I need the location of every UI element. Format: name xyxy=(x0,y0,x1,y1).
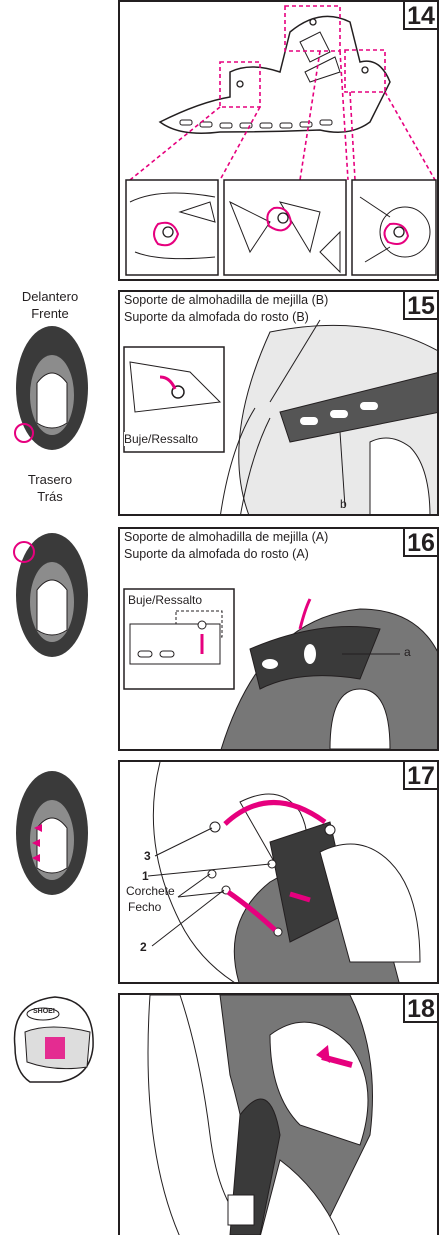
front-label-es: Delantero xyxy=(21,289,79,304)
shell-bracket-illustration xyxy=(125,5,437,276)
rear-label-pt: Trás xyxy=(37,489,63,504)
cheek-pad-bracket-b-illustration xyxy=(123,319,437,514)
step-number: 17 xyxy=(403,762,437,790)
cheek-pad-snap-illustration xyxy=(147,762,421,982)
step-16-label-es: Soporte de almohadilla de mejilla (A) xyxy=(124,530,329,544)
helmet-interior-thumb-3 xyxy=(12,768,92,898)
rear-label: Trasero Trás xyxy=(5,471,95,505)
cheek-pad-bracket-a-illustration xyxy=(123,588,437,749)
step-17-panel: 17 3 1 Corchete Fecho 2 xyxy=(118,760,439,984)
step-number: 16 xyxy=(403,529,437,557)
step-16-panel: 16 Soporte de almohadilla de mejilla (A)… xyxy=(118,527,439,751)
step-15-label-es: Soporte de almohadilla de mejilla (B) xyxy=(124,293,329,307)
step-14-panel: 14 xyxy=(118,0,439,281)
helmet-interior-icon xyxy=(13,533,88,657)
cheek-pad-insert-illustration xyxy=(147,995,373,1235)
rear-label-es: Trasero xyxy=(27,472,73,487)
callout-1: 1 xyxy=(142,869,149,883)
helmet-interior-icon xyxy=(14,326,88,450)
helmet-interior-thumb-1 xyxy=(12,323,92,453)
callout-a: a xyxy=(404,645,411,659)
callout-3: 3 xyxy=(144,849,151,863)
step-15-inset-label: Buje/Ressalto xyxy=(124,432,199,446)
snap-label-es: Corchete xyxy=(126,884,175,898)
snap-label-pt: Fecho xyxy=(128,900,162,914)
step-18-panel: 18 xyxy=(118,993,439,1235)
helmet-icon xyxy=(13,996,94,1083)
step-15-panel: 15 Soporte de almohadilla de mejilla (B)… xyxy=(118,290,439,516)
callout-b: b xyxy=(340,497,347,511)
step-15-label-pt: Suporte da almofada do rosto (B) xyxy=(124,310,309,324)
step-number: 14 xyxy=(403,2,437,30)
front-label: Delantero Frente xyxy=(5,288,95,322)
step-number: 15 xyxy=(403,292,437,320)
step-16-inset-label: Buje/Ressalto xyxy=(128,593,203,607)
front-label-pt: Frente xyxy=(31,306,69,321)
helmet-interior-icon xyxy=(16,771,88,895)
helmet-exterior-thumb: SHOEI xyxy=(5,992,97,1087)
helmet-interior-thumb-2 xyxy=(12,530,92,660)
step-16-label-pt: Suporte da almofada do rosto (A) xyxy=(124,547,309,561)
callout-2: 2 xyxy=(140,940,147,954)
helmet-logo: SHOEI xyxy=(33,1008,55,1015)
step-number: 18 xyxy=(403,995,437,1023)
